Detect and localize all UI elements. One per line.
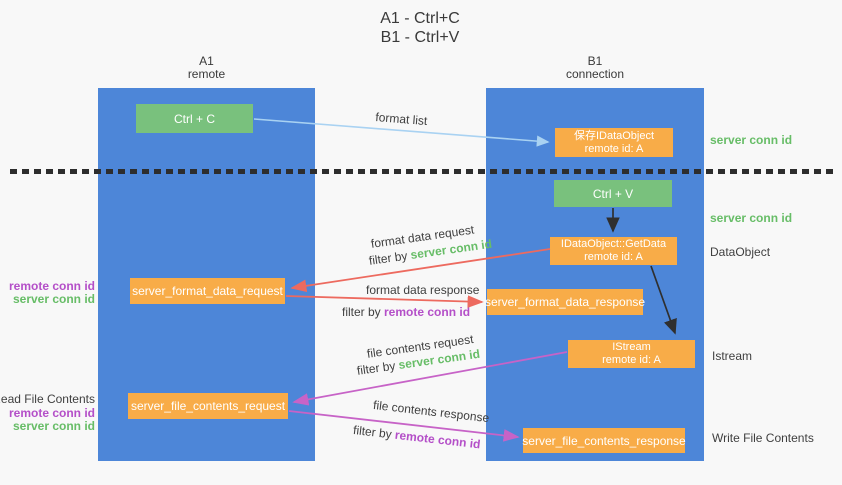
node-ctrl-v: Ctrl + V: [554, 180, 672, 207]
label-format-list: format list: [374, 110, 428, 129]
node-server-file-contents-request-label: server_file_contents_request: [130, 399, 286, 413]
node-ctrl-v-label: Ctrl + V: [592, 186, 634, 201]
node-server-format-data-response-label: server_format_data_response: [484, 295, 646, 309]
node-ctrl-c: Ctrl + C: [136, 104, 253, 133]
label-filter-by-remote-conn-id-2: filter by remote conn id: [352, 423, 481, 451]
node-getdata-title: IDataObject::GetData: [560, 238, 667, 250]
label-format-data-response: format data response: [366, 283, 480, 297]
node-save-idataobject-title: 保存IDataObject: [573, 129, 655, 142]
title-line-ctrl-c: A1 - Ctrl+C: [380, 10, 460, 27]
node-istream-title: IStream: [612, 341, 651, 353]
diagram-title: A1 - Ctrl+C B1 - Ctrl+V: [300, 9, 540, 47]
annotation-write-file-contents: Write File Contents: [712, 431, 814, 445]
filter-by-text: filter by: [342, 305, 385, 319]
annotation-dataobject: DataObject: [710, 245, 771, 259]
label-filter-by-remote-conn-id-1: filter by remote conn id: [342, 305, 470, 319]
node-server-format-data-response: server_format_data_response: [484, 289, 646, 315]
node-server-format-data-request-label: server_format_data_request: [132, 284, 283, 298]
lane-header-b1: B1 connection: [486, 55, 704, 81]
annotation-istream: Istream: [712, 349, 753, 363]
filter-by-text: filter by: [352, 423, 396, 442]
annotation-server-conn-id-left-bottom: server conn id: [12, 419, 95, 433]
annotation-server-conn-id-left-top: server conn id: [12, 292, 95, 306]
node-istream: IStream remote id: A: [568, 340, 695, 368]
annotation-read-file-contents: Read File Contents: [0, 392, 95, 406]
node-save-idataobject-remote-id: remote id: A: [584, 142, 644, 155]
node-idataobject-getdata: IDataObject::GetData remote id: A: [550, 237, 677, 265]
node-istream-remote-id: remote id: A: [602, 354, 661, 366]
annotation-remote-conn-id-left-bottom: remote conn id: [8, 406, 95, 420]
remote-conn-id-keyword: remote conn id: [394, 427, 482, 452]
lane-header-a1: A1 remote: [98, 55, 315, 81]
label-file-contents-response: file contents response: [372, 398, 490, 426]
node-save-idataobject: 保存IDataObject remote id: A: [555, 128, 673, 157]
node-getdata-remote-id: remote id: A: [584, 251, 643, 263]
remote-conn-id-keyword: remote conn id: [384, 305, 471, 319]
filter-by-text: filter by: [356, 358, 400, 378]
node-ctrl-c-label: Ctrl + C: [173, 111, 215, 126]
lane-b1-role: connection: [565, 67, 625, 81]
node-server-file-contents-request: server_file_contents_request: [128, 393, 288, 419]
node-server-format-data-request: server_format_data_request: [130, 278, 285, 304]
title-line-ctrl-v: B1 - Ctrl+V: [380, 29, 460, 46]
lane-a1-role: remote: [187, 67, 226, 81]
node-server-file-contents-response-label: server_file_contents_response: [522, 433, 686, 448]
annotation-server-conn-id-right-top: server conn id: [710, 133, 793, 147]
annotation-server-conn-id-right-mid: server conn id: [710, 211, 793, 225]
lane-a1-name: A1: [199, 54, 214, 68]
lane-b1-name: B1: [587, 54, 603, 68]
separator-dotted-line: [10, 169, 836, 174]
filter-by-text: filter by: [368, 248, 412, 268]
annotation-remote-conn-id-left-top: remote conn id: [8, 279, 95, 293]
node-server-file-contents-response: server_file_contents_response: [522, 428, 686, 453]
